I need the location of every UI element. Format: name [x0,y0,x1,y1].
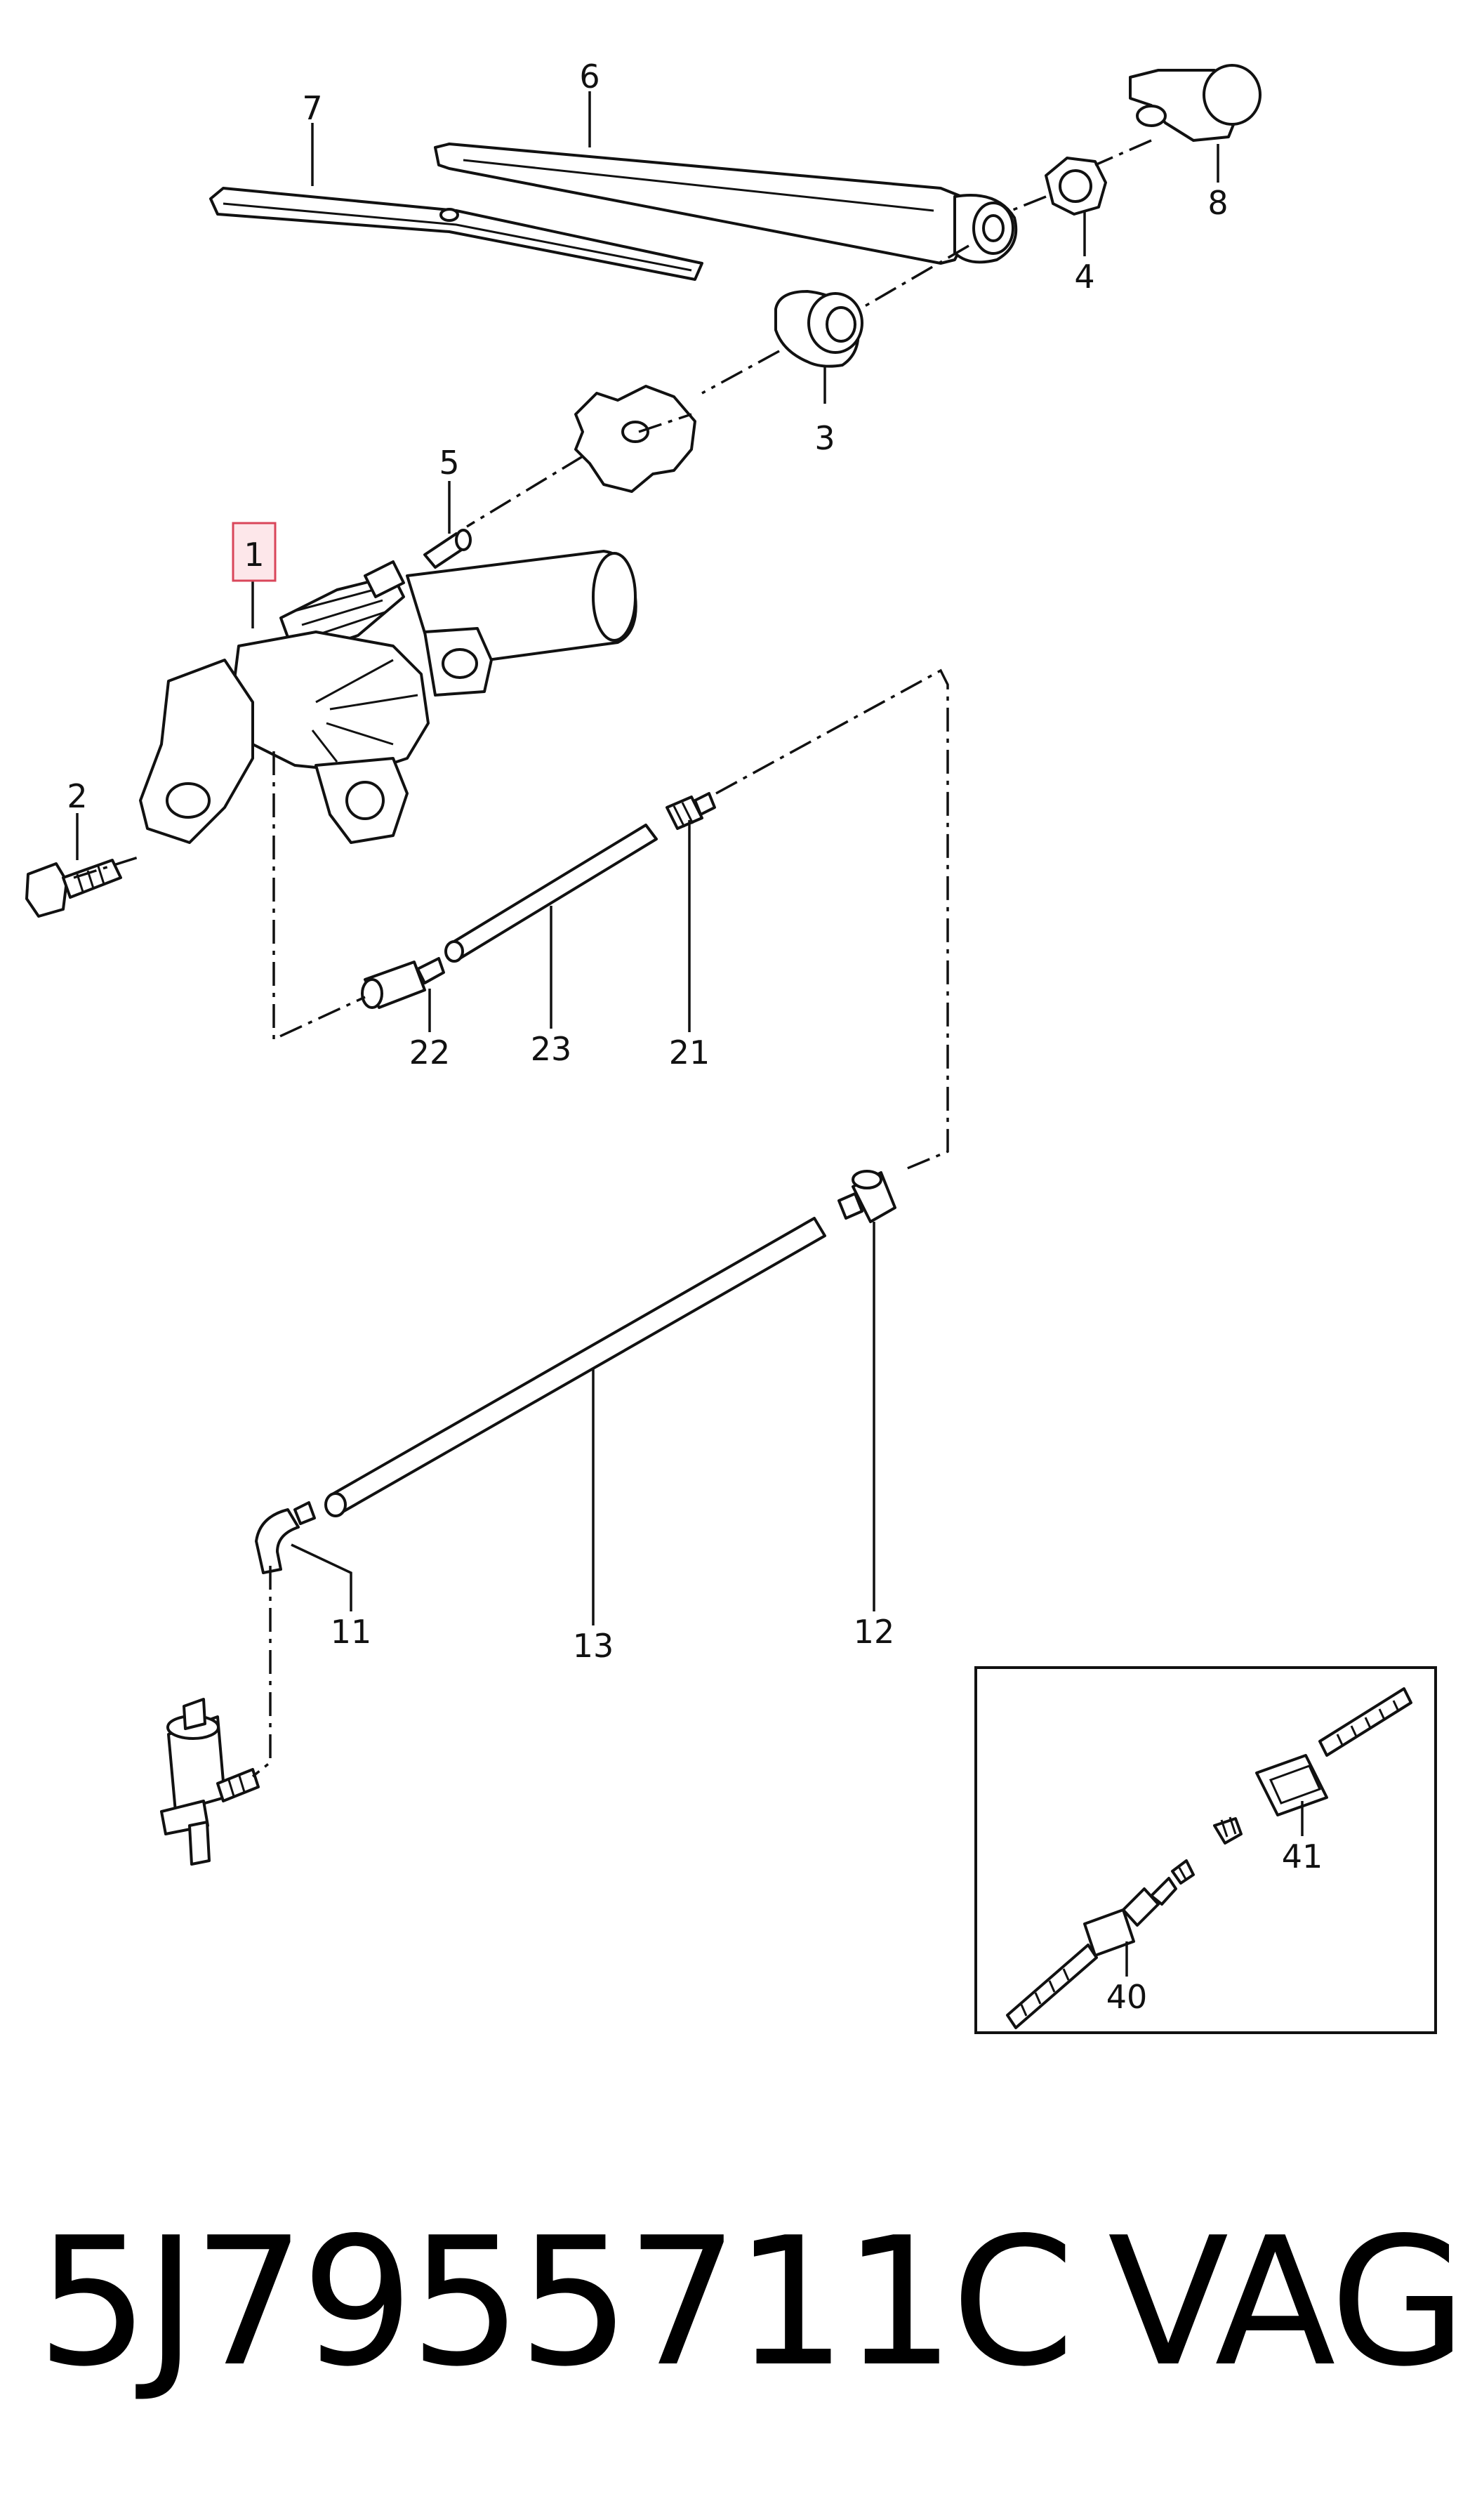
connector-part-40[interactable] [1006,1859,1195,2029]
label-part-8: 8 [1207,184,1228,222]
hose-part-23[interactable] [444,824,658,963]
label-part-6: 6 [579,58,600,95]
label-part-3: 3 [814,419,835,457]
part-labels: 1 2 3 4 5 6 7 8 11 12 13 21 22 23 40 41 [67,58,1323,2016]
nozzle-part-21[interactable] [666,792,716,830]
assembly-lines [73,139,1152,1778]
nut-part-4[interactable] [1045,157,1107,216]
label-part-11: 11 [331,1613,372,1651]
brand-text: VAG [1108,2200,1467,2406]
grommet-part-3[interactable] [774,290,863,368]
coupling-part-12[interactable] [837,1170,896,1223]
bolt-part-2[interactable] [25,859,122,918]
bushing-part-5[interactable] [423,529,472,569]
label-part-23: 23 [531,1030,572,1068]
label-part-40: 40 [1106,1978,1148,2016]
highlight-box-part-1 [232,522,277,582]
footer: 5J7955711C VAG [0,2198,1470,2408]
label-part-12: 12 [854,1613,895,1651]
connector-part-22[interactable] [361,957,445,1009]
wiper-arm-part-6[interactable] [434,143,1018,265]
part-number-text: 5J7955711C [37,2200,1075,2406]
label-part-1: 1 [244,536,264,574]
leader-lines [76,91,1304,1977]
label-part-41: 41 [1282,1838,1323,1875]
detail-inset [974,1666,1437,2034]
washer-pump[interactable] [160,1698,260,1866]
label-part-4: 4 [1074,258,1094,296]
label-part-13: 13 [573,1627,614,1665]
label-part-2: 2 [67,777,87,815]
label-part-7: 7 [302,89,322,127]
connector-part-41[interactable] [1213,1687,1412,1845]
label-part-5: 5 [439,444,459,482]
hose-part-13[interactable] [324,1217,826,1517]
cap-part-8[interactable] [1129,64,1262,142]
elbow-part-11[interactable] [255,1501,316,1574]
label-part-22: 22 [409,1034,451,1071]
wiper-motor-part-1[interactable] [139,550,637,844]
label-part-21: 21 [669,1034,710,1071]
wiper-blade-part-7[interactable] [209,187,703,281]
gasket-part[interactable] [574,385,696,493]
